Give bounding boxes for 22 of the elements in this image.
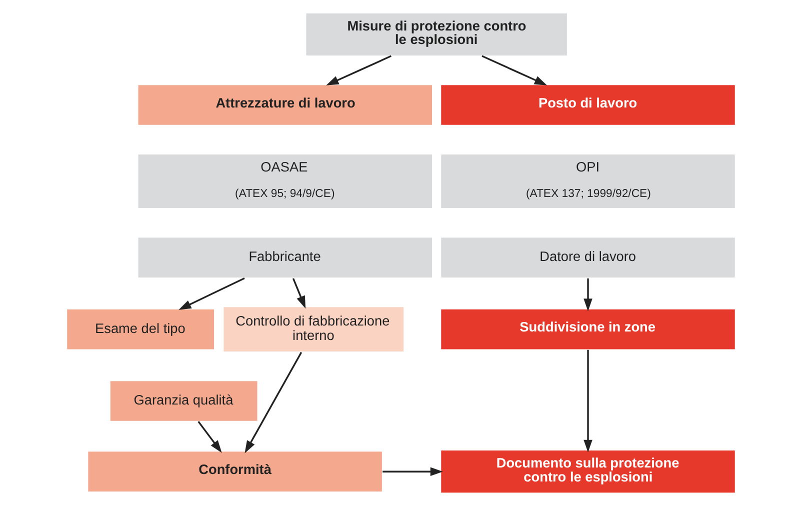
arrow: [292, 278, 306, 309]
node-box: Attrezzature di lavoro: [136, 84, 433, 126]
node-box: Garanzia qualità: [108, 380, 258, 422]
node-box: Esame del tipo: [65, 308, 215, 350]
arrow: [178, 277, 244, 310]
arrow: [583, 278, 592, 312]
node-box: Posto di lavoro: [440, 84, 736, 126]
node-box: OASAE (ATEX 95; 94/9/CE): [136, 153, 433, 210]
arrow: [583, 350, 592, 452]
node-box: Suddivisione in zone: [440, 308, 736, 350]
node-box: Misure di protezione contro le esplosioni: [304, 12, 568, 57]
node-box: Conformità: [86, 450, 383, 493]
node-box: Datore di lavoro: [440, 236, 736, 279]
node-box: OPI (ATEX 137; 1999/92/CE): [440, 153, 736, 210]
node-box: Controllo di fabbricazione interno: [222, 306, 404, 353]
node-box: Fabbricante: [136, 236, 433, 279]
arrow: [382, 467, 442, 476]
arrow: [197, 421, 222, 453]
arrow: [481, 55, 547, 86]
node-box: Documento sulla protezione contro le esplosioni: [440, 449, 736, 494]
arrow: [326, 55, 391, 86]
arrow: [244, 352, 302, 454]
